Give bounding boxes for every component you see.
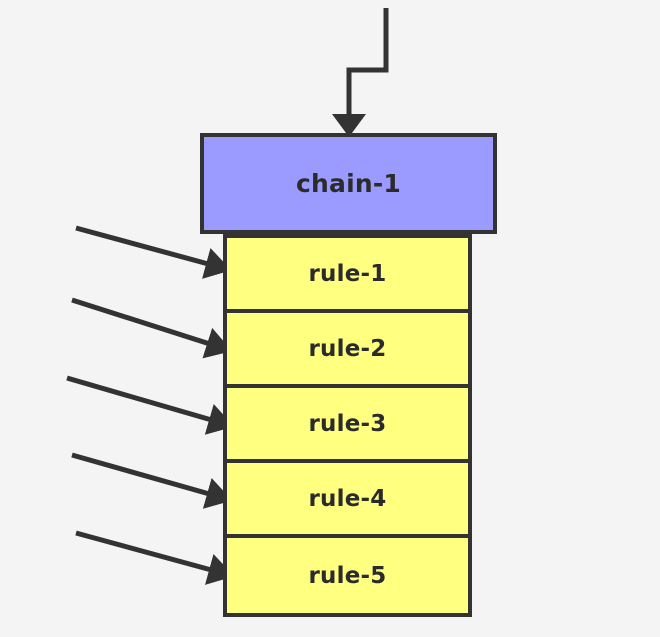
- chain-inbound-arrow: [332, 8, 389, 137]
- rule-label: rule-3: [308, 410, 387, 437]
- rule-2-arrow: [71, 297, 233, 359]
- rule-1-arrow: [75, 225, 232, 279]
- rule-label: rule-5: [308, 562, 387, 589]
- rule-box[interactable]: rule-2: [227, 313, 468, 388]
- rule-box[interactable]: rule-5: [227, 538, 468, 613]
- chain-stack: chain-1 rule-1 rule-2 rule-3 rule-4 rule…: [200, 133, 497, 617]
- chain-box[interactable]: chain-1: [200, 133, 497, 234]
- rule-box[interactable]: rule-4: [227, 463, 468, 538]
- rule-box[interactable]: rule-3: [227, 388, 468, 463]
- rule-3-arrow: [66, 375, 235, 435]
- rule-label: rule-1: [308, 260, 387, 287]
- rule-box[interactable]: rule-1: [227, 238, 468, 313]
- rule-label: rule-4: [308, 485, 387, 512]
- rule-5-arrow: [75, 530, 235, 585]
- chain-label: chain-1: [295, 169, 402, 198]
- rule-4-arrow: [71, 452, 233, 509]
- rule-list: rule-1 rule-2 rule-3 rule-4 rule-5: [223, 234, 472, 617]
- rule-label: rule-2: [308, 335, 387, 362]
